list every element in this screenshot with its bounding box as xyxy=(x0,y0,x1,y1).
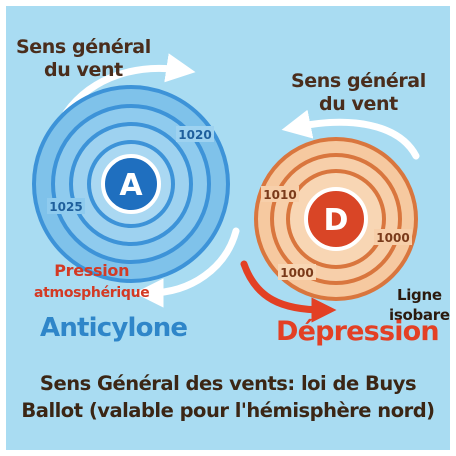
diagram-canvas: A 1020 1025 D 1010 1000 1000 Sens généra… xyxy=(6,6,450,450)
caption: Sens Général des vents: loi de Buys Ball… xyxy=(21,372,435,422)
pressure-label: Pression atmosphérique xyxy=(34,261,150,301)
isobar-label-1000-bottom: 1000 xyxy=(280,266,313,280)
depression-center xyxy=(304,187,368,251)
isobar-label-1020: 1020 xyxy=(178,128,211,142)
anticyclone-wind-arrow xyxy=(62,53,196,117)
weather-diagram: A 1020 1025 D 1010 1000 1000 xyxy=(32,53,420,323)
isobar-line-label: Ligne isobare xyxy=(389,286,450,324)
isobar-label-1000-right: 1000 xyxy=(376,231,409,245)
isobar-label-1010: 1010 xyxy=(263,188,296,202)
anticyclone-title: Anticylone xyxy=(40,313,188,343)
depression-center-letter: D xyxy=(324,203,349,238)
anticyclone-center-letter: A xyxy=(119,168,143,203)
depression-flow-arrow xyxy=(240,260,337,323)
wind-direction-label-right: Sens général du vent xyxy=(291,70,426,115)
depression-system: D 1010 1000 1000 xyxy=(254,137,418,301)
anticyclone-system: A 1020 1025 xyxy=(32,85,230,283)
isobar-label-1025: 1025 xyxy=(49,200,82,214)
anticyclone-wind-arrow-lower xyxy=(134,227,240,308)
wind-direction-label-left: Sens général du vent xyxy=(16,36,151,81)
depression-title: Dépression xyxy=(276,316,440,347)
anticyclone-center xyxy=(101,154,161,214)
depression-wind-arrow xyxy=(281,109,420,160)
